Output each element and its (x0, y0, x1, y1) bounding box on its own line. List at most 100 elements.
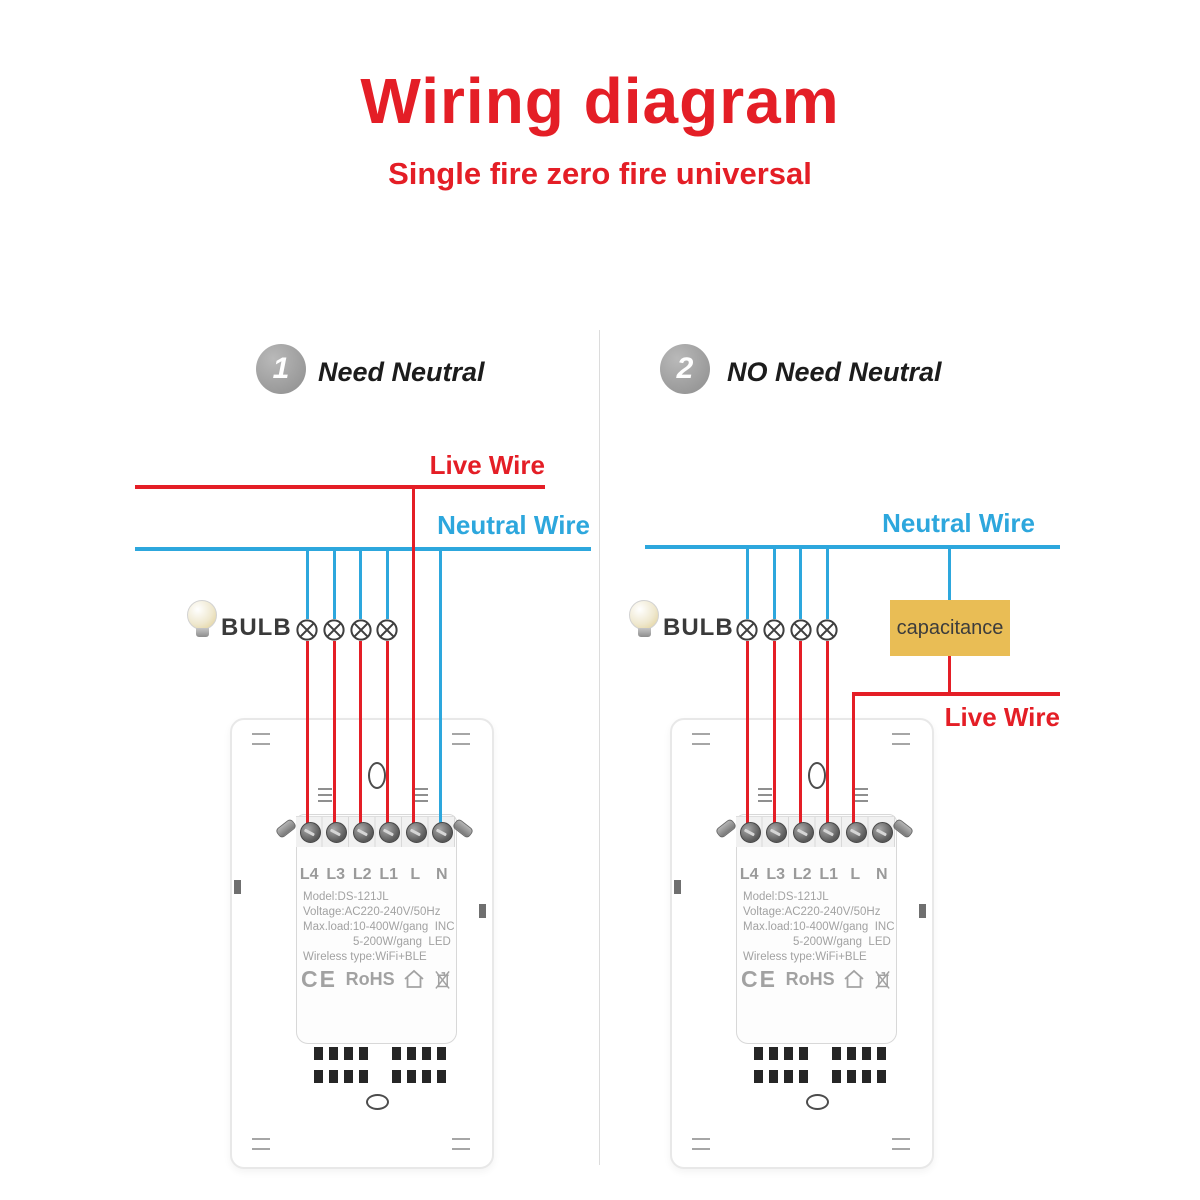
page-subtitle: Single fire zero fire universal (388, 156, 812, 191)
connector-pins (314, 1047, 368, 1060)
load-wire (359, 641, 362, 832)
lamp-neutral-wire (772, 549, 776, 619)
screw-slot-icon (252, 1138, 270, 1150)
lamp-neutral-wire (825, 549, 829, 619)
spec-line: Wireless type:WiFi+BLE (303, 951, 427, 963)
terminal-screw-n (432, 822, 453, 843)
load-wire (332, 641, 336, 832)
load-wire (825, 641, 829, 832)
step-2-number: 2 (676, 352, 694, 385)
connector-pins (392, 1070, 446, 1083)
terminal-label: L1 (379, 866, 399, 883)
screw-slot-icon (252, 733, 270, 745)
mount-hole (808, 762, 826, 789)
spec-line: Voltage:AC220-240V/50Hz (303, 906, 441, 918)
smart-switch-device: L4 L3 L2 L1 L N Model:DS-121JL Voltage:A… (230, 718, 494, 1169)
lamp-cross-symbol (789, 619, 812, 641)
terminal-screw-l4 (739, 822, 761, 843)
lamp-cross-symbol (323, 619, 345, 641)
lamp-cross-symbol (736, 619, 758, 641)
terminal-screw-l2 (792, 822, 814, 843)
terminal-label: L1 (819, 866, 839, 883)
mount-hole (366, 1094, 389, 1110)
screw-slot-icon (892, 733, 910, 745)
neutral-wire-line (645, 545, 1060, 549)
live-wire-line (135, 485, 545, 489)
lamp-neutral-wire (799, 549, 802, 619)
connector-pins (754, 1047, 808, 1060)
neutral-wire-label: Neutral Wire (882, 508, 1035, 538)
step-2-heading: NO Need Neutral (727, 357, 942, 387)
live-wire-label: Live Wire (944, 702, 1060, 732)
step-1-heading: Need Neutral (318, 357, 485, 387)
house-icon (844, 969, 864, 988)
terminal-screw-l1 (379, 822, 400, 843)
lamp-cross-symbol (763, 619, 785, 641)
connector-pins (314, 1070, 368, 1083)
edge-notch (674, 880, 681, 894)
step-2-badge: 2 (660, 344, 710, 394)
terminal-labels: L4 L3 L2 L1 L N (296, 866, 455, 884)
spec-line: 5-200W/gang LED (793, 936, 891, 948)
house-icon (404, 969, 424, 988)
lamp-neutral-wire (745, 549, 749, 619)
terminal-label: L2 (792, 866, 812, 883)
screw-slot-icon (892, 1138, 910, 1150)
terminal-label: L3 (326, 866, 346, 883)
terminal-label: L4 (739, 866, 759, 883)
terminal-screw-l1 (819, 822, 840, 843)
terminal-label: L4 (299, 866, 319, 883)
ce-mark: CE (741, 965, 777, 992)
lamp-cross-symbol (376, 619, 398, 641)
device-spec-text: Model:DS-121JL Voltage:AC220-240V/50Hz M… (743, 890, 895, 965)
contact-marks-icon (318, 788, 332, 802)
live-wire-line (852, 692, 1060, 696)
side-screw-icon (714, 818, 738, 839)
screw-slot-icon (692, 733, 710, 745)
smart-switch-device: L4 L3 L2 L1 L N Model:DS-121JL Voltage:A… (670, 718, 934, 1169)
connector-pins (832, 1047, 886, 1060)
terminal-label: L (850, 866, 861, 883)
capacitor-live-link (948, 656, 951, 692)
lamp-neutral-wire (359, 549, 362, 619)
bulb-base (195, 628, 209, 637)
bulb-base (637, 628, 651, 637)
device-spec-text: Model:DS-121JL Voltage:AC220-240V/50Hz M… (303, 890, 455, 965)
connector-pins (832, 1070, 886, 1083)
connector-pins (754, 1070, 808, 1083)
mount-hole (368, 762, 386, 789)
load-wire (799, 641, 802, 832)
terminal-strip (736, 816, 895, 847)
contact-marks-icon (414, 788, 428, 802)
live-drop-wire (412, 485, 415, 832)
screw-slot-icon (452, 1138, 470, 1150)
terminal-label: L (410, 866, 421, 883)
rohs-mark: RoHS (785, 968, 835, 989)
panel-divider (599, 330, 600, 1165)
step-1-badge: 1 (256, 344, 306, 394)
load-wire (385, 641, 389, 832)
bulb-icon (187, 600, 217, 642)
side-screw-icon (274, 818, 298, 839)
bulb-label: BULB (221, 614, 292, 641)
lamp-cross-symbol (296, 619, 318, 641)
neutral-wire-line (135, 547, 591, 551)
terminal-labels: L4 L3 L2 L1 L N (736, 866, 895, 884)
bulb-icon (629, 600, 659, 642)
screw-slot-icon (452, 733, 470, 745)
lamp-neutral-wire (385, 549, 389, 619)
terminal-screw-l4 (299, 822, 321, 843)
lamp-cross-symbol (349, 619, 372, 641)
switch-module (296, 814, 457, 1044)
rohs-mark: RoHS (345, 968, 395, 989)
bulb-label: BULB (663, 614, 734, 641)
screw-slot-icon (692, 1138, 710, 1150)
page-title: Wiring diagram (360, 65, 840, 137)
terminal-screw-n (872, 822, 893, 843)
terminal-screw-l2 (352, 822, 374, 843)
load-wire (305, 641, 309, 832)
terminal-strip (296, 816, 455, 847)
spec-line: Wireless type:WiFi+BLE (743, 951, 867, 963)
crossed-bin-icon (875, 970, 890, 989)
